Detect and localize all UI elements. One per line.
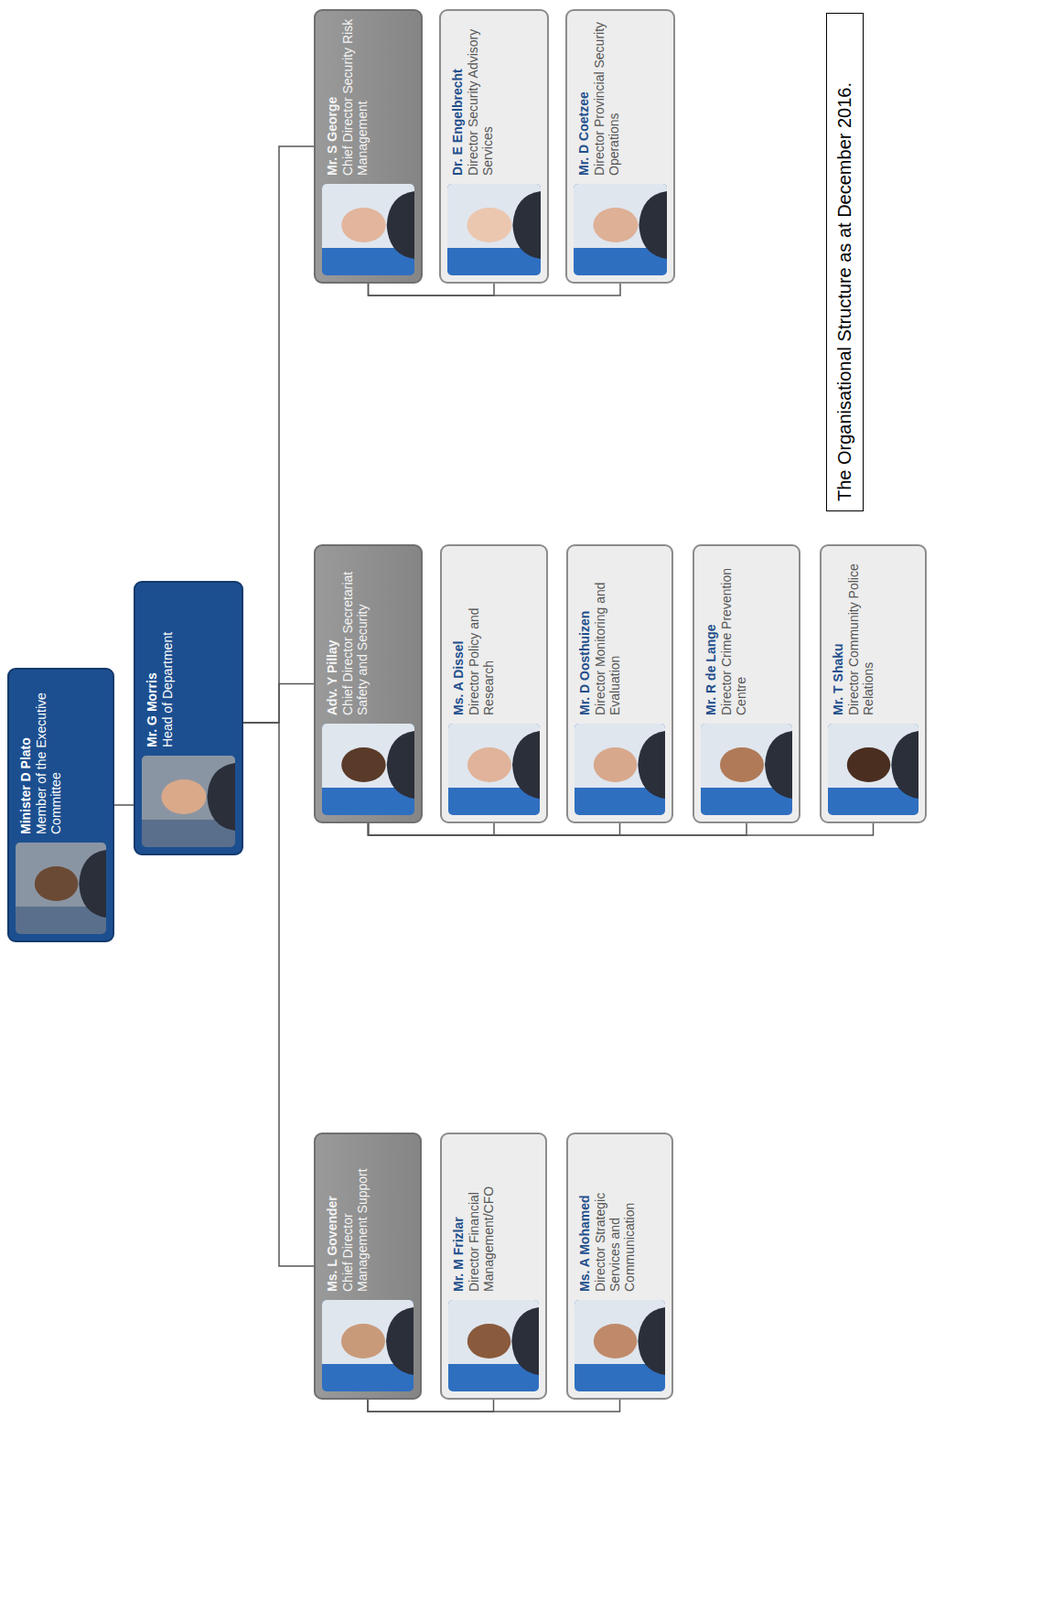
director-box: Mr. T ShakuDirector Community Police Rel… xyxy=(819,544,927,824)
portrait-frame xyxy=(141,755,236,848)
reporting-line xyxy=(367,1399,495,1412)
job-title: Director Provincial Security Operations xyxy=(591,18,622,176)
portrait-frame xyxy=(574,1299,666,1392)
text-area: Mr. S GeorgeChief Director Security Risk… xyxy=(324,18,370,176)
reporting-line xyxy=(368,823,621,836)
job-title: Director Strategic Services and Communic… xyxy=(592,1141,637,1292)
person-name: Mr. M Frizlar xyxy=(451,1141,466,1292)
portrait-photo xyxy=(322,183,415,276)
director-box: Mr. D CoetzeeDirector Provincial Securit… xyxy=(565,9,676,284)
portrait-frame xyxy=(573,183,667,276)
job-title: Director Monitoring and Evaluation xyxy=(592,553,623,716)
portrait-photo xyxy=(448,723,540,816)
chief-director-box: Adv. Y PillayChief Director Secretariat … xyxy=(313,544,423,824)
portrait-photo xyxy=(141,755,236,848)
portrait-frame xyxy=(448,723,540,816)
portrait-frame xyxy=(447,183,541,276)
text-area: Mr. M FrizlarDirector Financial Manageme… xyxy=(451,1141,496,1292)
text-area: Mr. D CoetzeeDirector Provincial Securit… xyxy=(576,18,622,176)
text-area: Ms. L GovenderChief Director Management … xyxy=(324,1141,370,1292)
person-name: Mr. S George xyxy=(324,18,340,176)
person-name: Minister D Plato xyxy=(18,676,33,835)
job-title: Chief Director Secretariat Safety and Se… xyxy=(340,553,370,716)
portrait-frame xyxy=(322,723,415,816)
executive-box: Minister D PlatoMember of the Executive … xyxy=(7,667,115,943)
portrait-frame xyxy=(574,723,666,816)
job-title: Director Financial Management/CFO xyxy=(466,1141,496,1292)
director-box: Mr. M FrizlarDirector Financial Manageme… xyxy=(440,1132,548,1400)
person-name: Ms. A Dissel xyxy=(451,553,466,716)
text-area: Minister D PlatoMember of the Executive … xyxy=(18,676,64,835)
person-name: Mr. G Morris xyxy=(144,590,160,748)
text-area: Ms. A DisselDirector Policy and Research xyxy=(451,553,496,716)
portrait-photo xyxy=(322,1299,414,1392)
caption-text: The Organisational Structure as at Decem… xyxy=(832,22,858,502)
job-title: Director Security Advisory Services xyxy=(465,18,495,176)
person-name: Mr. D Oosthuizen xyxy=(577,553,592,716)
director-box: Dr. E EngelbrechtDirector Security Advis… xyxy=(439,9,549,284)
portrait-frame xyxy=(827,723,919,816)
job-title: Member of the Executive Committee xyxy=(33,676,64,835)
portrait-photo xyxy=(322,723,415,816)
text-area: Dr. E EngelbrechtDirector Security Advis… xyxy=(450,18,495,176)
portrait-frame xyxy=(700,723,793,816)
portrait-frame xyxy=(322,183,415,276)
portrait-photo xyxy=(574,723,666,816)
reporting-line xyxy=(368,823,748,836)
reporting-line xyxy=(368,823,495,836)
text-area: Adv. Y PillayChief Director Secretariat … xyxy=(324,553,370,716)
portrait-photo xyxy=(573,183,667,276)
reporting-line xyxy=(367,1399,621,1412)
portrait-photo xyxy=(827,723,919,816)
reporting-line xyxy=(243,146,314,723)
director-box: Ms. A MohamedDirector Strategic Services… xyxy=(566,1132,674,1400)
text-area: Mr. T ShakuDirector Community Police Rel… xyxy=(830,553,876,716)
director-box: Mr. R de LangeDirector Crime Prevention … xyxy=(692,544,801,824)
reporting-line xyxy=(114,804,134,806)
portrait-frame xyxy=(322,1299,414,1392)
reporting-line xyxy=(368,283,495,296)
reporting-line xyxy=(243,722,314,1267)
job-title: Director Policy and Research xyxy=(466,553,496,716)
text-area: Mr. D OosthuizenDirector Monitoring and … xyxy=(577,553,623,716)
chief-director-box: Mr. S GeorgeChief Director Security Risk… xyxy=(313,9,423,284)
executive-box: Mr. G MorrisHead of Department xyxy=(133,580,244,856)
person-name: Dr. E Engelbrecht xyxy=(450,18,465,176)
person-name: Mr. D Coetzee xyxy=(576,18,591,176)
job-title: Director Crime Prevention Centre xyxy=(719,553,749,716)
text-area: Mr. R de LangeDirector Crime Prevention … xyxy=(703,553,749,716)
reporting-line xyxy=(368,283,622,296)
job-title: Director Community Police Relations xyxy=(846,553,876,716)
text-area: Mr. G MorrisHead of Department xyxy=(144,590,175,748)
director-box: Ms. A DisselDirector Policy and Research xyxy=(440,544,548,824)
portrait-frame xyxy=(15,842,107,935)
person-name: Mr. R de Lange xyxy=(703,553,719,716)
person-name: Mr. T Shaku xyxy=(830,553,846,716)
portrait-photo xyxy=(447,183,541,276)
portrait-photo xyxy=(448,1299,539,1392)
chief-director-box: Ms. L GovenderChief Director Management … xyxy=(313,1132,422,1400)
reporting-line xyxy=(368,823,874,836)
person-name: Adv. Y Pillay xyxy=(324,553,340,716)
director-box: Mr. D OosthuizenDirector Monitoring and … xyxy=(566,544,674,824)
job-title: Chief Director Security Risk Management xyxy=(340,18,370,176)
caption-box: The Organisational Structure as at Decem… xyxy=(826,12,864,512)
job-title: Chief Director Management Support xyxy=(340,1141,370,1292)
portrait-photo xyxy=(700,723,793,816)
person-name: Ms. A Mohamed xyxy=(577,1141,592,1292)
portrait-frame xyxy=(448,1299,539,1392)
portrait-photo xyxy=(574,1299,666,1392)
text-area: Ms. A MohamedDirector Strategic Services… xyxy=(577,1141,637,1292)
person-name: Ms. L Govender xyxy=(324,1141,340,1292)
portrait-photo xyxy=(15,842,107,935)
job-title: Head of Department xyxy=(160,590,175,748)
